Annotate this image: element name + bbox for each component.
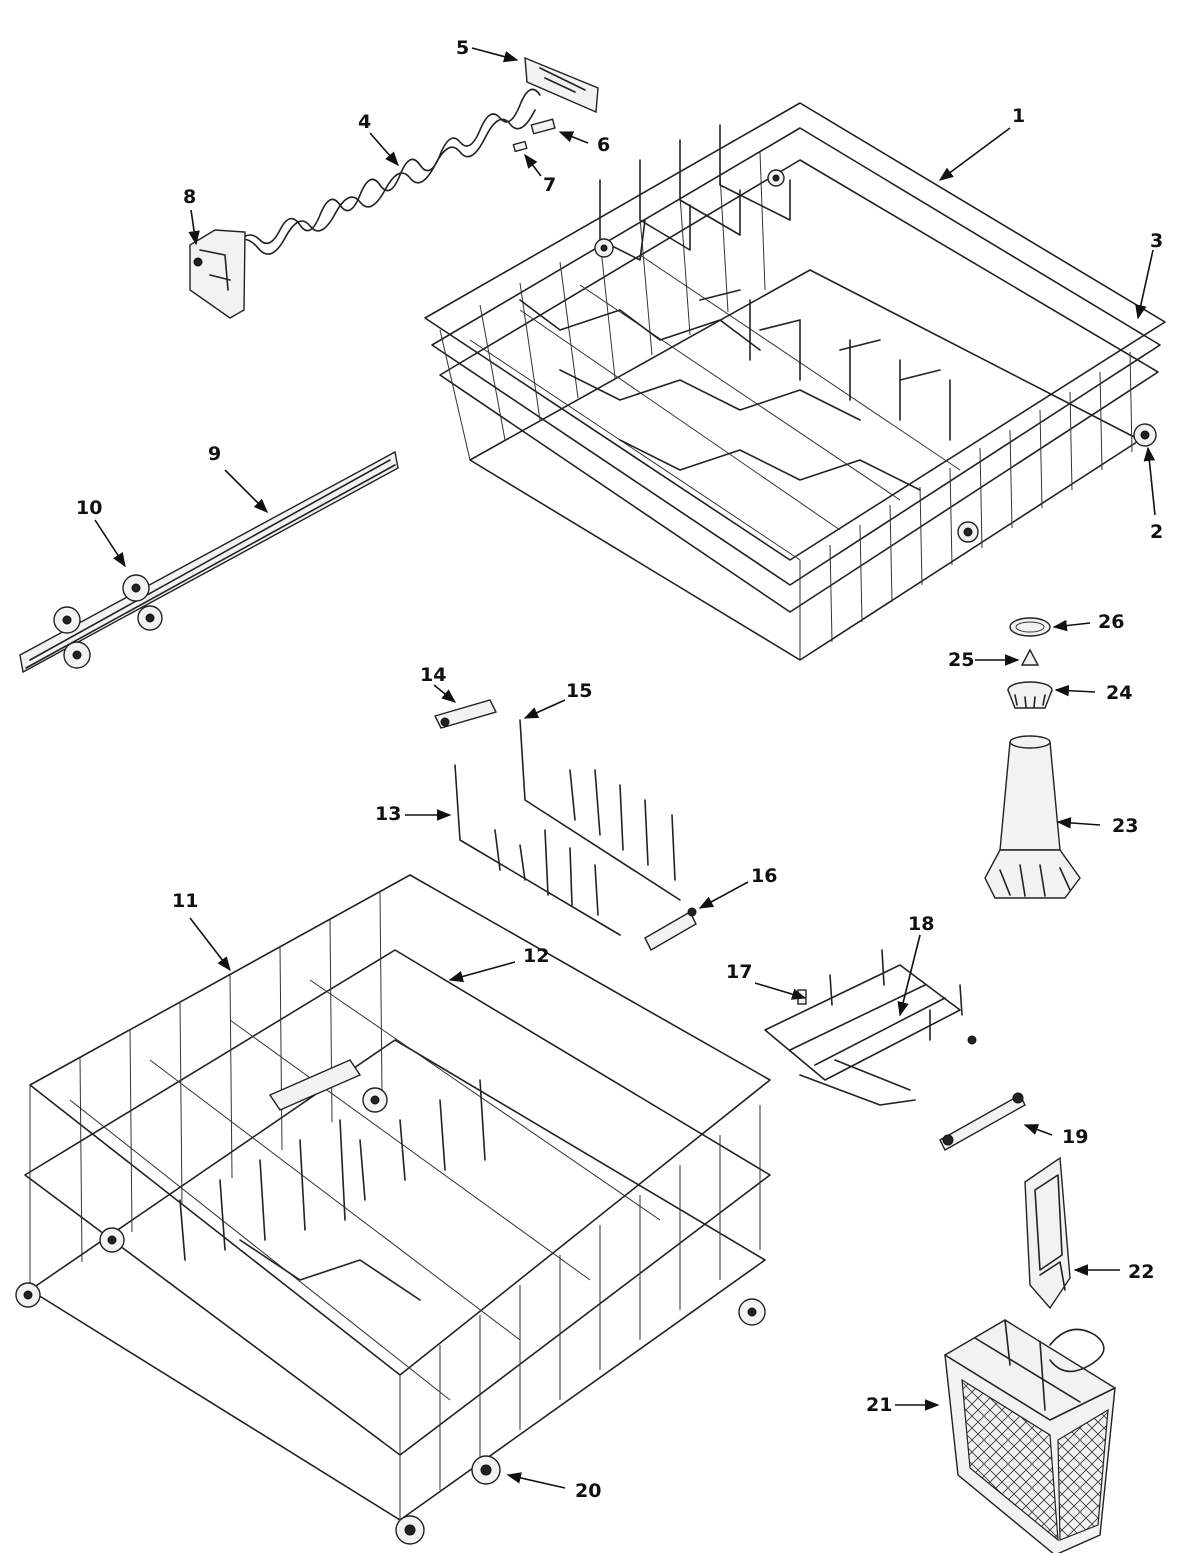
tine-assembly-18 (764, 949, 977, 1106)
callout-4: 4 (358, 111, 371, 133)
tower-cap-26 (1009, 617, 1051, 637)
callout-12: 12 (523, 945, 549, 967)
callout-13: 13 (375, 803, 401, 825)
hinge-rod-19 (939, 1092, 1026, 1151)
upper-rack (424, 102, 1166, 661)
tine-row-13 (454, 764, 621, 936)
callout-25: 25 (948, 649, 974, 671)
callout-23: 23 (1112, 815, 1138, 837)
callout-5: 5 (456, 37, 469, 59)
callout-22: 22 (1128, 1261, 1154, 1283)
callout-18: 18 (908, 913, 934, 935)
leader-lines (94, 47, 1156, 1489)
tine-row-15 (519, 719, 681, 901)
tine-hinge-14 (433, 699, 498, 729)
callout-20: 20 (575, 1480, 601, 1502)
callout-21: 21 (866, 1394, 892, 1416)
tower-nut-24 (1007, 681, 1053, 709)
rack-rail (19, 450, 399, 674)
spray-tower (984, 735, 1081, 899)
callout-2: 2 (1150, 521, 1163, 543)
tine-hinge-16 (644, 907, 697, 951)
callout-3: 3 (1150, 230, 1163, 252)
rail-rollers (53, 574, 163, 669)
callout-1: 1 (1012, 105, 1025, 127)
pin (512, 140, 528, 153)
callout-11: 11 (172, 890, 198, 912)
callout-7: 7 (543, 174, 556, 196)
lower-rack (15, 874, 771, 1545)
callout-6: 6 (597, 134, 610, 156)
callout-15: 15 (566, 680, 592, 702)
callout-9: 9 (208, 443, 221, 465)
rack-adjuster-spring (229, 88, 541, 255)
callout-26: 26 (1098, 611, 1124, 633)
callout-17: 17 (726, 961, 752, 983)
callout-8: 8 (183, 186, 196, 208)
screw (530, 118, 556, 135)
callout-10: 10 (76, 497, 102, 519)
callout-19: 19 (1062, 1126, 1088, 1148)
callout-labels: 1 2 3 4 5 6 7 8 9 10 11 12 13 14 15 16 1… (76, 37, 1163, 1502)
callout-16: 16 (751, 865, 777, 887)
cover-clip (524, 56, 599, 114)
adjuster-bracket (189, 229, 246, 319)
basket-lid-22 (1024, 1156, 1071, 1310)
callout-24: 24 (1106, 682, 1132, 704)
tower-cone-25 (1020, 648, 1040, 666)
callout-14: 14 (420, 664, 446, 686)
cutlery-basket-21 (944, 1319, 1116, 1553)
